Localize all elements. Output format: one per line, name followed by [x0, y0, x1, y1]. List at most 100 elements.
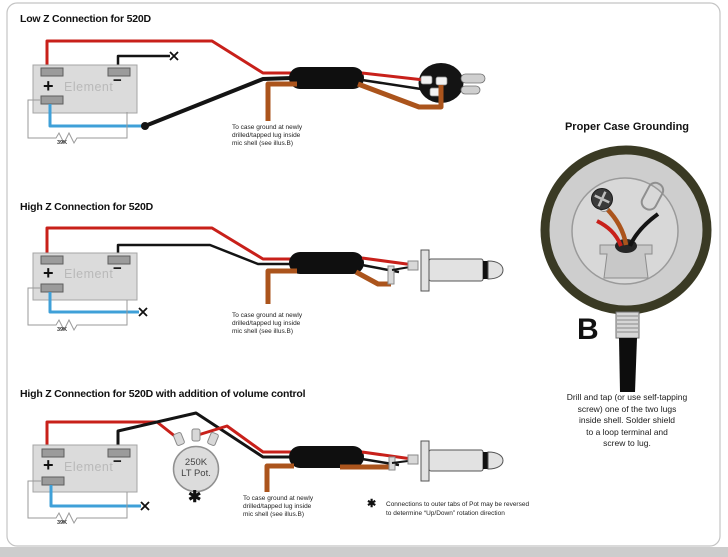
plug-flange	[420, 249, 430, 292]
ground-note-line: drilled/tapped lug inside	[232, 320, 301, 327]
low-z-diagram	[27, 39, 486, 145]
grounding-title: Proper Case Grounding	[564, 121, 690, 133]
black-to-connector	[361, 78, 435, 93]
pot-lug-wiper	[191, 428, 201, 442]
shell-black-wire	[628, 212, 660, 247]
resistor-loop	[27, 99, 128, 145]
ground-wire-to-case	[265, 81, 297, 121]
bushing-threads	[617, 315, 638, 333]
low-z-black-wire	[144, 76, 293, 128]
pot-asterisk: ✱	[188, 489, 202, 506]
instruction-line: inside shell. Solder shield	[579, 415, 675, 425]
element-terminal-minus	[107, 255, 131, 265]
pot-value: 250K	[184, 457, 208, 468]
element-label: Element	[64, 80, 114, 94]
footnote-line: Connections to outer tabs of Pot may be …	[386, 501, 530, 508]
plus-sign: +	[43, 263, 54, 283]
element-terminal-case	[40, 95, 64, 105]
element-terminal-case	[41, 476, 65, 486]
pot-lug-right	[207, 432, 219, 446]
high-z-red-wire	[45, 226, 292, 261]
shell-ground-wire	[605, 207, 629, 246]
instruction-line: Drill and tap (or use self-tapping	[566, 392, 688, 402]
instruction-line: screw) one of the two lugs	[577, 403, 677, 414]
red-to-plug	[361, 450, 413, 461]
high-z-volume-diagram	[27, 411, 504, 525]
high-z-diagram	[27, 226, 504, 332]
mic-cable-exit	[619, 338, 637, 392]
minus-sign: −	[113, 453, 122, 470]
minus-sign: −	[113, 72, 122, 89]
plug-tip-lug	[407, 260, 419, 271]
element-terminal-plus	[40, 67, 64, 77]
connector-pin	[460, 73, 486, 84]
low-z-red-wire	[45, 39, 292, 75]
plug-tip-lug	[407, 454, 419, 465]
ground-note-line: mic shell (see illus.B)	[243, 511, 305, 518]
plug-flange	[420, 440, 430, 482]
pot-lug-left	[173, 432, 185, 446]
red-to-connector	[361, 71, 425, 82]
ground-note-line: To case ground at newly	[232, 312, 303, 319]
volume-blue-wire	[49, 485, 141, 508]
volume-black-wire	[116, 411, 292, 459]
pot-type: LT Pot.	[181, 468, 211, 479]
minus-sign: −	[113, 260, 122, 277]
instruction-line: screw to lug.	[603, 438, 651, 448]
page-bottom-edge	[0, 547, 728, 557]
red-element-to-pot	[45, 420, 182, 452]
cable-grommet	[599, 244, 653, 279]
screw-phillips-cross-icon	[594, 191, 610, 207]
resistor-value: 39K	[57, 327, 68, 333]
resistor-loop	[27, 480, 128, 525]
plus-sign: +	[43, 455, 54, 475]
connector-solder-slot	[435, 76, 448, 86]
low-z-title: Low Z Connection for 520D	[20, 13, 151, 25]
low-z-blue-wire	[48, 104, 142, 128]
ground-note-line: mic shell (see illus.B)	[232, 328, 294, 335]
ground-wire-to-case	[264, 463, 294, 492]
grounding-instructions: Drill and tap (or use self-tapping screw…	[542, 392, 712, 450]
connector-pin	[460, 85, 481, 95]
element-terminal-minus	[107, 67, 131, 77]
ground-note: To case ground at newly drilled/tapped l…	[232, 312, 302, 336]
resistor-value: 39K	[57, 140, 68, 146]
resistor-loop	[27, 287, 128, 332]
instruction-line: to a loop terminal and	[586, 426, 668, 437]
ground-note: To case ground at newly drilled/tapped l…	[232, 124, 302, 148]
resistor-value: 39K	[57, 520, 68, 526]
element-terminal-minus	[107, 448, 131, 458]
red-to-plug	[361, 256, 415, 267]
no-connect-x-icon	[169, 51, 179, 61]
plus-sign: +	[43, 76, 54, 96]
plug-insulator-ring	[483, 452, 488, 469]
no-connect-x-icon	[138, 307, 148, 317]
plug-barrel	[428, 258, 484, 282]
ground-note-line: drilled/tapped lug inside	[232, 132, 301, 139]
ground-note-line: To case ground at newly	[243, 495, 314, 502]
mic-cable	[289, 67, 364, 89]
plug-insulator-ring	[483, 261, 488, 279]
plug-tip	[487, 451, 504, 470]
volume-title: High Z Connection for 520D with addition…	[20, 388, 306, 400]
ground-wire-to-sleeve	[354, 269, 391, 287]
mic-cable	[289, 252, 364, 274]
case-grounding-diagram	[540, 145, 712, 392]
red-pot-to-cable	[197, 424, 292, 454]
no-connect-x-icon	[140, 501, 150, 511]
pot-footnote: Connections to outer tabs of Pot may be …	[386, 500, 529, 518]
ground-note-line: mic shell (see illus.B)	[232, 140, 294, 147]
illustration-b-label: B	[577, 313, 599, 346]
ground-note-line: To case ground at newly	[232, 124, 303, 131]
high-z-title: High Z Connection for 520D	[20, 201, 154, 213]
mic-cable	[289, 446, 364, 468]
ground-note: To case ground at newly drilled/tapped l…	[243, 495, 313, 519]
high-z-blue-wire	[48, 292, 139, 314]
ground-note-line: drilled/tapped lug inside	[243, 503, 312, 510]
pot-body	[172, 445, 220, 493]
shell-lug-slot	[640, 181, 665, 211]
element-label: Element	[64, 460, 114, 474]
sleeve-ground-lug	[387, 265, 395, 285]
